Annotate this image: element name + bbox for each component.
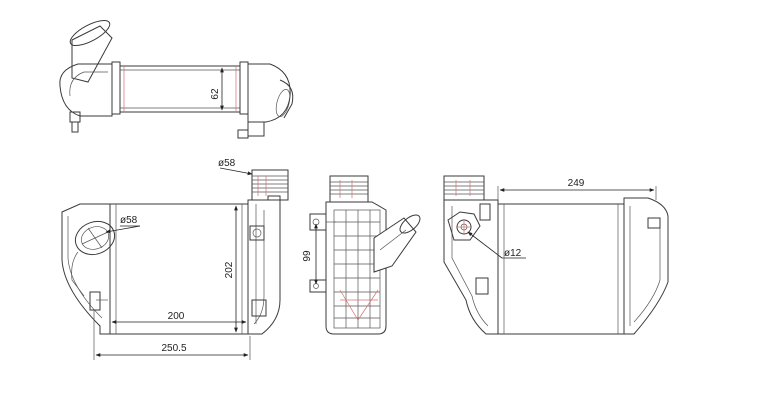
inlet-diameter-label: ø58 [120,215,138,226]
hole-diameter-label: ø12 [504,248,522,259]
core-height-label: 202 [224,261,235,278]
rear-width-label: 249 [568,178,585,189]
top-height-label: 62 [210,88,221,100]
overall-width-label: 250.5 [161,343,186,354]
side-view: 99 [302,175,421,335]
neck-diameter-label: ø58 [218,158,236,169]
top-view: 62 [59,19,294,139]
side-height-label: 99 [302,250,313,262]
core-width-label: 200 [168,311,185,322]
front-view: ø58 ø58 202 200 250.5 [61,158,289,360]
rear-view: ø12 249 [443,175,669,335]
